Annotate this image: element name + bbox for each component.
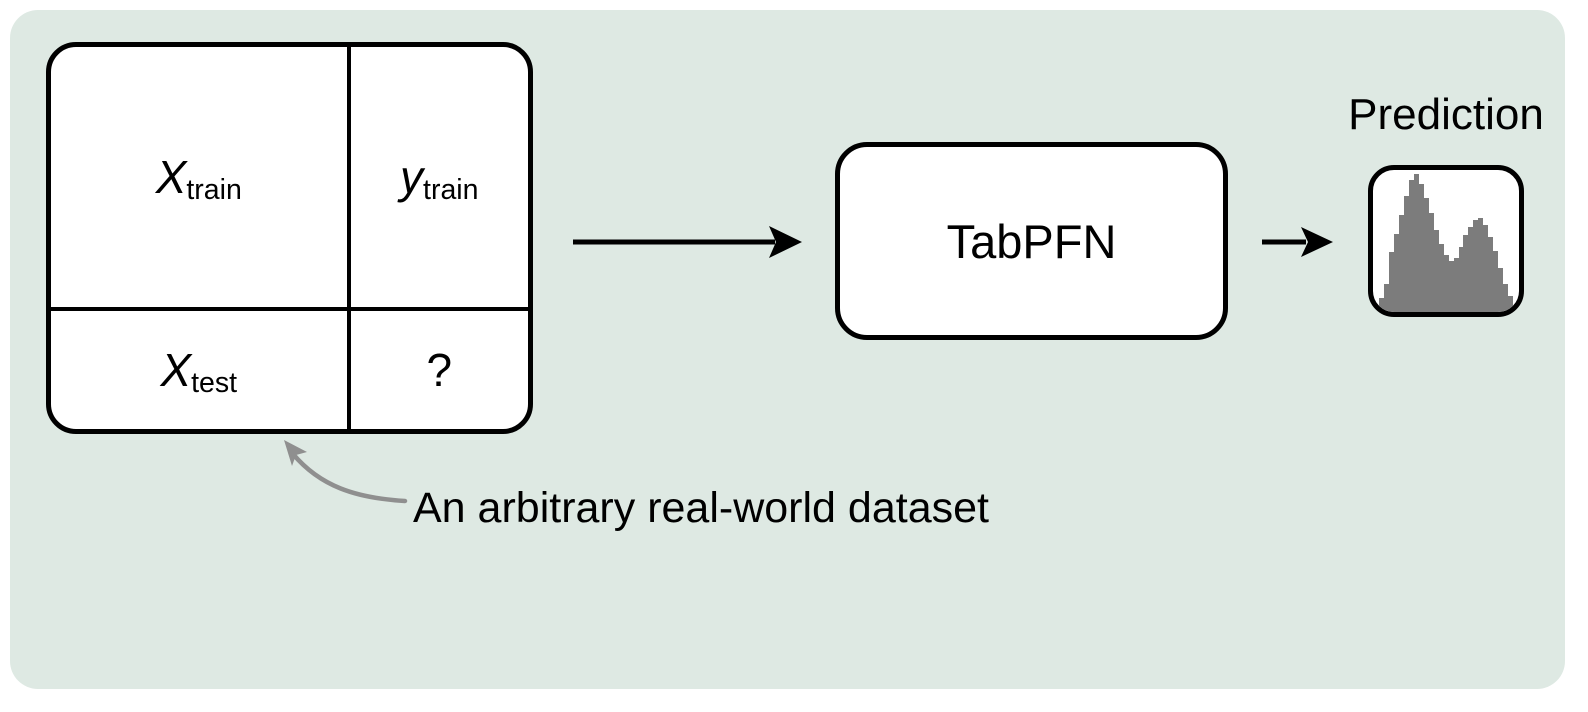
histogram-bar	[1458, 246, 1464, 312]
histogram-bar	[1443, 255, 1449, 312]
unknown-label: ?	[426, 343, 453, 396]
cell-x-test: Xtest	[51, 310, 351, 429]
histogram-bar	[1473, 219, 1479, 312]
tabpfn-label: TabPFN	[946, 214, 1117, 268]
prediction-histogram	[1368, 165, 1524, 317]
histogram-bar	[1488, 236, 1494, 312]
histogram-bar	[1403, 195, 1409, 312]
histogram-bar	[1383, 283, 1389, 312]
histogram-bar	[1478, 218, 1484, 312]
histogram-bar	[1448, 260, 1454, 312]
histogram-bar	[1379, 297, 1384, 312]
x-test-sub: test	[191, 367, 238, 400]
histogram-bar	[1483, 225, 1489, 312]
annotation-text: An arbitrary real-world dataset	[413, 484, 989, 532]
x-test-label: Xtest	[160, 343, 238, 400]
x-test-var: X	[160, 343, 192, 396]
histogram-bar	[1468, 226, 1474, 312]
histogram-bar	[1438, 243, 1444, 312]
y-train-label: ytrain	[400, 150, 479, 207]
histogram-bar	[1388, 252, 1394, 312]
y-train-var: y	[400, 150, 424, 203]
histogram-bar	[1453, 258, 1459, 312]
histogram-bar	[1428, 212, 1434, 312]
y-train-sub: train	[423, 174, 479, 207]
cell-unknown: ?	[351, 311, 528, 429]
histogram-bar	[1493, 250, 1499, 312]
x-train-label: Xtrain	[155, 150, 242, 207]
tabpfn-box: TabPFN	[835, 142, 1228, 340]
histogram-bar	[1393, 233, 1399, 312]
histogram-bar	[1433, 229, 1439, 312]
cell-y-train: ytrain	[350, 47, 528, 311]
histogram-bar	[1418, 184, 1424, 312]
histogram-bar	[1408, 179, 1414, 312]
cell-x-train: Xtrain	[51, 47, 351, 311]
histogram-bar	[1498, 267, 1504, 312]
histogram-bar	[1423, 198, 1429, 312]
histogram-bar	[1508, 296, 1514, 312]
prediction-label: Prediction	[1348, 90, 1544, 139]
histogram-bar	[1503, 283, 1509, 312]
histogram-bar	[1398, 215, 1404, 312]
dataset-table: Xtrain ytrain Xtest ?	[46, 42, 533, 434]
histogram-bar	[1413, 174, 1419, 312]
histogram-bars	[1373, 170, 1519, 312]
x-train-var: X	[155, 150, 187, 203]
x-train-sub: train	[186, 174, 242, 207]
histogram-bar	[1463, 235, 1469, 312]
